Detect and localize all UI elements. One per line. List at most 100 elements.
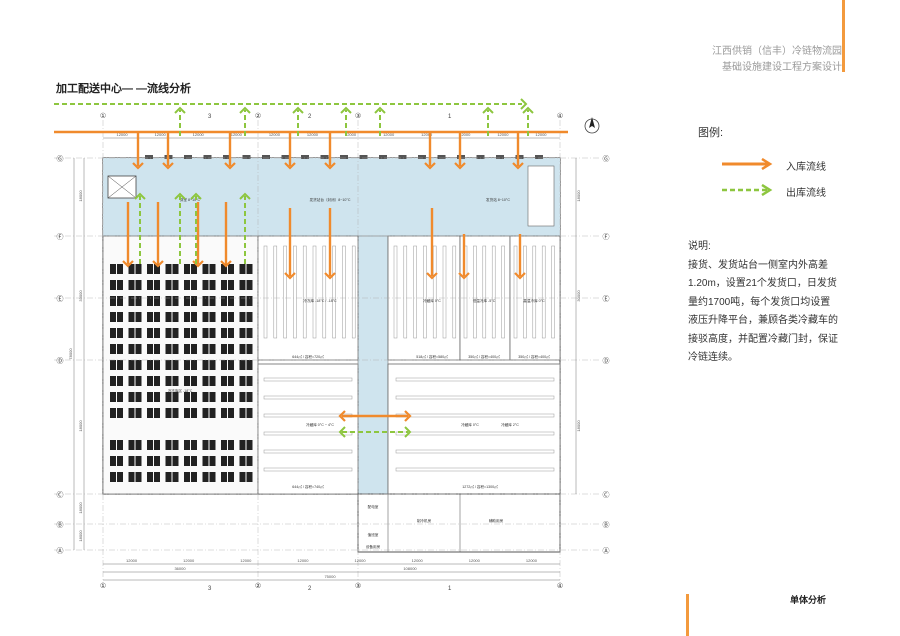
rack-unit: [165, 296, 172, 306]
rack-unit: [135, 280, 142, 290]
grid-label-right: Ⓕ: [603, 233, 610, 241]
rack-unit: [172, 376, 179, 386]
dim-top: 12000: [421, 132, 433, 137]
dock-door: [242, 155, 251, 159]
rack-unit: [110, 440, 116, 450]
rack-row: [482, 245, 487, 339]
rack-unit: [110, 296, 116, 306]
rack-row: [403, 245, 408, 339]
rack-unit: [128, 264, 135, 274]
rack-unit: [209, 376, 216, 386]
rack-unit: [172, 296, 179, 306]
rack-unit: [165, 376, 172, 386]
grid-label-top: ④: [557, 112, 563, 120]
rack-unit: [165, 312, 172, 322]
grid-label-top: ③: [355, 112, 361, 120]
rack-unit: [239, 472, 246, 482]
rack-unit: [202, 360, 209, 370]
rack-unit: [154, 296, 160, 306]
rack-row: [395, 449, 555, 454]
rack-unit: [239, 264, 246, 274]
rack-unit: [117, 328, 123, 338]
outbound-arrow-icon: [722, 184, 773, 196]
flow-arrowhead: [340, 106, 352, 114]
flow-arrowhead: [134, 192, 146, 200]
dock-door: [515, 155, 524, 159]
rack-unit: [117, 280, 123, 290]
rack-unit: [147, 440, 153, 450]
rack-unit: [165, 456, 172, 466]
dim-left: 18000: [78, 502, 83, 514]
rack-unit: [154, 392, 160, 402]
rack-unit: [246, 344, 253, 354]
dim-bottom: 12000: [183, 558, 195, 563]
rack-unit: [135, 296, 142, 306]
flow-arrowhead: [482, 106, 494, 114]
rack-unit: [246, 328, 253, 338]
flow-arrowhead: [132, 162, 144, 170]
flow-arrowhead: [152, 260, 164, 268]
support-block: [357, 493, 561, 553]
section-mark: 3: [208, 114, 212, 120]
flow-arrowhead: [520, 98, 528, 110]
dim-right: 30000: [576, 290, 581, 302]
rack-unit: [191, 328, 197, 338]
north-arrow-icon: [584, 117, 600, 134]
rack-unit: [191, 472, 197, 482]
dim-top: 12000: [155, 132, 167, 137]
rack-unit: [154, 456, 160, 466]
rack-unit: [128, 344, 135, 354]
room-area: 644㎡ / 容积=740㎡: [292, 484, 324, 489]
central-corridor: [357, 235, 389, 495]
rack-unit: [135, 392, 142, 402]
rack-unit: [228, 296, 234, 306]
rack-row: [263, 377, 353, 382]
rack-unit: [246, 408, 253, 418]
rack-unit: [246, 392, 253, 402]
rack-unit: [191, 280, 197, 290]
rack-row: [302, 245, 307, 339]
rack-row: [263, 395, 353, 400]
dock-door: [184, 155, 192, 159]
rack-unit: [172, 360, 179, 370]
grid-label-right: Ⓐ: [603, 547, 610, 555]
room-label: 高温冷库 0°C: [523, 298, 545, 303]
rack-unit: [184, 344, 190, 354]
rack-unit: [147, 360, 153, 370]
room-area: 518㎡ / 容积=580㎡: [416, 354, 448, 359]
flow-arrowhead: [162, 162, 174, 170]
rack-unit: [147, 344, 153, 354]
rack-unit: [202, 296, 209, 306]
flow-arrowhead: [220, 260, 232, 268]
rack-unit: [228, 456, 234, 466]
dock-door: [340, 155, 348, 159]
grid-label-right: Ⓑ: [603, 521, 610, 529]
rack-unit: [117, 376, 123, 386]
rack-unit: [172, 440, 179, 450]
rack-unit: [117, 344, 123, 354]
rack-unit: [202, 408, 209, 418]
notes: 说明: 接货、发货站台一侧室内外高差1.20m，设置21个发货口，日发货量约17…: [688, 238, 838, 368]
legend-outbound: 出库流线: [698, 182, 858, 208]
rack-unit: [172, 280, 179, 290]
rack-unit: [221, 344, 227, 354]
dim-top: 12000: [535, 132, 547, 137]
rack-unit: [110, 392, 116, 402]
section-mark: 1: [448, 586, 452, 592]
rack-unit: [184, 440, 190, 450]
rack-unit: [165, 472, 172, 482]
flow-arrowhead: [174, 192, 186, 200]
rack-unit: [165, 280, 172, 290]
rack-row: [523, 245, 527, 339]
rack-unit: [165, 360, 172, 370]
rack-unit: [239, 344, 246, 354]
rack-unit: [154, 264, 160, 274]
rack-unit: [221, 408, 227, 418]
rack-unit: [191, 344, 197, 354]
room-label: 冷藏库 0°C ~ 4°C: [306, 422, 334, 427]
flow-arrows: [54, 98, 568, 438]
room-label: 穿堂 8~10°C: [180, 197, 201, 202]
grid-label-left: Ⓓ: [57, 357, 64, 365]
